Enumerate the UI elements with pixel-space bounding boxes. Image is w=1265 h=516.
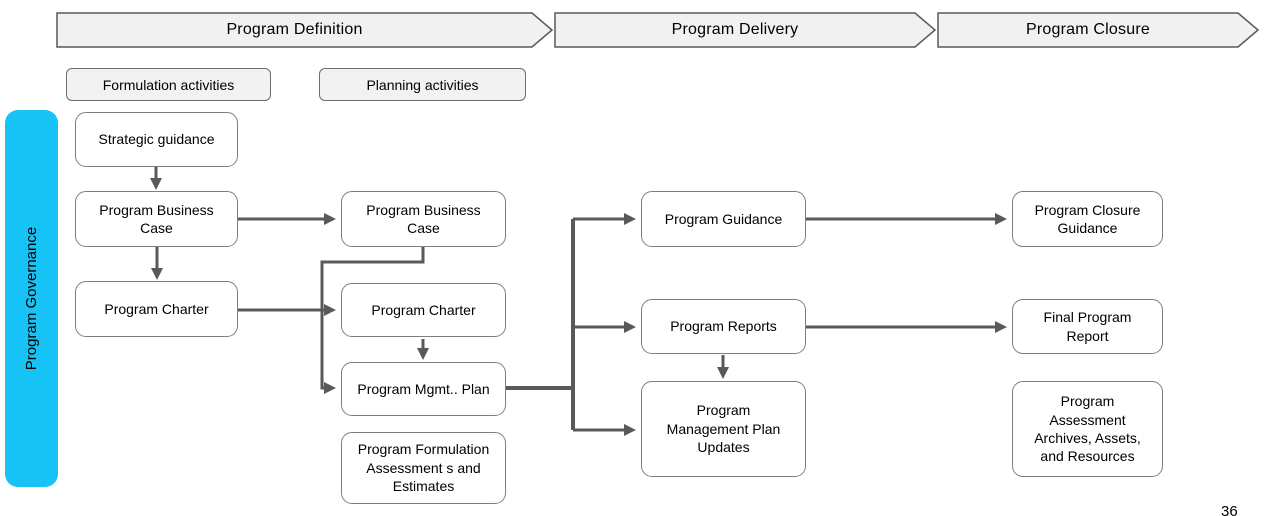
node-program-formulation-assessments: Program Formulation Assessment s and Est… — [341, 432, 506, 504]
node-program-closure-guidance: Program Closure Guidance — [1012, 191, 1163, 247]
phase-banner-closure-shape — [937, 12, 1260, 48]
node-program-reports: Program Reports — [641, 299, 806, 354]
node-program-management-plan-updates: Program Management Plan Updates — [641, 381, 806, 477]
phase-banner-shapes — [56, 12, 1260, 48]
phase-banner-delivery-shape — [554, 12, 937, 48]
connector-businesscase-to-mgmtplan — [320, 247, 425, 394]
node-program-assessment-archives: Program Assessment Archives, Assets, and… — [1012, 381, 1163, 477]
phase-banner-delivery: Program Delivery — [671, 21, 799, 38]
activity-group-formulation: Formulation activities — [66, 68, 271, 101]
phase-banner-closure: Program Closure — [1026, 21, 1150, 38]
phase-banner-definition-shape — [56, 12, 554, 48]
node-program-charter-formulation: Program Charter — [75, 281, 238, 337]
activity-group-planning: Planning activities — [319, 68, 526, 101]
program-governance-bar: Program Governance — [5, 110, 58, 487]
node-program-business-case-planning: Program Business Case — [341, 191, 506, 247]
page-number: 36 — [1221, 503, 1238, 516]
node-program-mgmt-plan: Program Mgmt.. Plan — [341, 362, 506, 416]
node-program-charter-planning: Program Charter — [341, 283, 506, 337]
node-strategic-guidance: Strategic guidance — [75, 112, 238, 167]
node-final-program-report: Final Program Report — [1012, 299, 1163, 354]
phase-banner-definition: Program Definition — [226, 21, 363, 38]
node-program-business-case-formulation: Program Business Case — [75, 191, 238, 247]
node-program-guidance: Program Guidance — [641, 191, 806, 247]
connector-mgmtplan-spine — [506, 219, 575, 430]
